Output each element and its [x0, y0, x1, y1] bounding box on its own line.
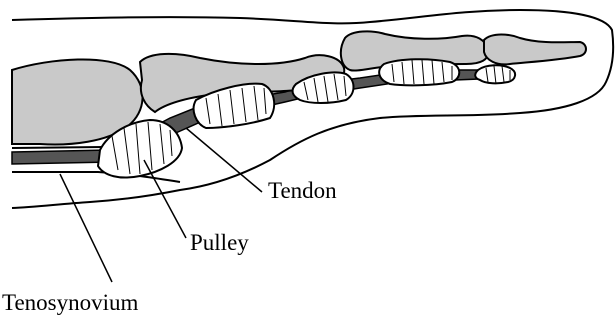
- tendon-label: Tendon: [268, 178, 337, 203]
- pulley-a5: [475, 65, 515, 84]
- pulley-label: Pulley: [190, 230, 249, 255]
- tenosynovium-sheath-upper: [12, 147, 104, 148]
- pulley-a4: [379, 59, 459, 85]
- tenosynovium-label: Tenosynovium: [2, 290, 138, 315]
